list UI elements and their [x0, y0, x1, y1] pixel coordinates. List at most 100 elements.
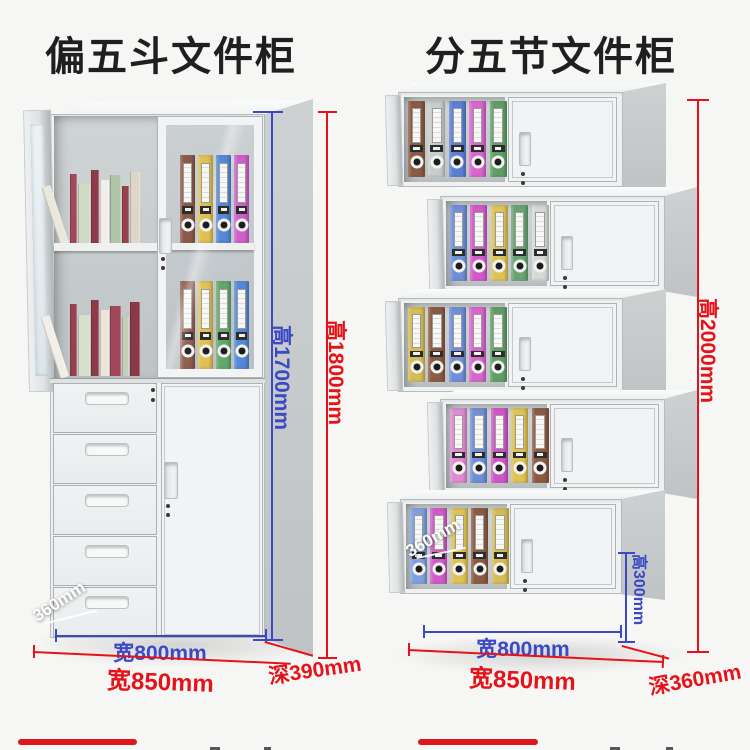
- section-top-face: [398, 289, 666, 298]
- book-spine: [70, 174, 77, 243]
- left-outer-height-tick-bottom: [318, 657, 337, 659]
- binder-chip: [455, 250, 462, 254]
- binder-label: [219, 162, 228, 204]
- drawer: [53, 587, 157, 637]
- left-inner-width-tick-r: [265, 629, 267, 642]
- binder-label: [413, 514, 424, 550]
- binder-ring: [181, 218, 194, 232]
- section-top-face: [398, 83, 666, 92]
- left-inner-height-tick-top: [253, 111, 283, 113]
- glass-door-shelf: [166, 243, 254, 250]
- drawer-handle: [85, 596, 129, 609]
- binder: [428, 307, 446, 382]
- binder-label: [452, 107, 463, 143]
- section-door-lock-dot: [521, 180, 525, 185]
- glass-door-handle: [159, 218, 172, 254]
- right-product-title: 分五节文件柜: [425, 35, 677, 79]
- binder: [410, 508, 427, 584]
- binder-label: [237, 162, 246, 204]
- binder-chip: [496, 553, 504, 557]
- section-door-handle: [561, 235, 573, 271]
- binder-ring: [513, 461, 527, 475]
- right-section-height-label: 高300mm: [630, 554, 647, 626]
- binder: [469, 307, 487, 382]
- drawer-lock: [151, 388, 155, 392]
- book-spine: [130, 302, 140, 376]
- binder: [408, 307, 425, 382]
- binder: [491, 508, 509, 584]
- binder-ring: [492, 461, 506, 475]
- section-door-lock: [563, 477, 567, 482]
- binder-ring: [430, 155, 444, 169]
- binder-chip: [495, 453, 503, 456]
- binder-ring: [491, 155, 505, 169]
- left-inner-height-line: [271, 112, 273, 641]
- right-outer-width-tick-l: [408, 643, 410, 656]
- binder-chip: [474, 352, 482, 355]
- book-spine: [110, 175, 121, 243]
- binder-ring: [450, 360, 464, 374]
- binder-ring: [493, 562, 507, 576]
- lower-door-lock-dot: [166, 513, 170, 517]
- binder-label: [474, 514, 485, 550]
- binder-ring: [235, 218, 248, 232]
- cutoff-text-mark: [264, 747, 271, 750]
- binder-label: [434, 514, 444, 550]
- section-top-face: [400, 490, 665, 499]
- bottom-red-bar-right: [418, 739, 538, 745]
- binder-chip: [220, 207, 227, 212]
- book-spine: [70, 304, 77, 376]
- left-inner-width-line: [55, 635, 267, 637]
- open-door-glass-pane: [30, 123, 49, 377]
- binder-label: [219, 288, 228, 330]
- binder-label: [494, 414, 505, 450]
- binder-ring: [217, 344, 230, 358]
- section-side-face: [623, 83, 666, 193]
- binder: [234, 281, 249, 369]
- binder: [489, 101, 507, 177]
- binder: [470, 205, 488, 281]
- lower-door-lock: [166, 504, 170, 508]
- glass-door-lock: [161, 257, 165, 261]
- section-door-lock-dot: [563, 486, 567, 491]
- binder-label: [493, 107, 503, 143]
- binder-chip: [184, 333, 191, 338]
- binder-chip: [475, 250, 483, 254]
- binder-label: [452, 313, 463, 349]
- binder-ring: [412, 562, 425, 576]
- binder-label: [472, 107, 483, 143]
- cutoff-text-mark: [210, 747, 220, 750]
- binder-ring: [533, 259, 547, 273]
- binder-ring: [472, 461, 486, 475]
- section-side-face: [665, 390, 697, 499]
- bottom-red-bar-left: [18, 739, 137, 745]
- binder-ring: [473, 562, 487, 576]
- section-side-face: [622, 490, 665, 600]
- binder-ring: [471, 360, 485, 374]
- binder-label: [454, 514, 465, 550]
- drawer: [53, 383, 157, 433]
- right-inner-width-line: [423, 631, 622, 633]
- left-outer-height-label: 高1800mm: [324, 320, 347, 426]
- right-outer-width-label: 宽850mm: [468, 665, 577, 696]
- binder-label: [472, 313, 483, 349]
- binder-chip: [202, 333, 209, 338]
- binder-label: [432, 107, 442, 143]
- binder: [511, 205, 529, 281]
- section-door-handle: [519, 131, 531, 167]
- binder-ring: [533, 461, 547, 475]
- binder: [450, 205, 467, 281]
- book-spine: [91, 300, 99, 376]
- book-spine: [130, 172, 140, 243]
- binder: [470, 408, 488, 483]
- cabinet-mid-divider: [50, 378, 265, 383]
- drawer-handle: [85, 443, 129, 456]
- binder-chip: [516, 453, 524, 456]
- drawer: [53, 434, 157, 484]
- left-outer-height-line: [326, 112, 328, 659]
- left-cabinet-lower-door: [161, 383, 263, 638]
- binder-ring: [235, 344, 248, 358]
- section-door-handle: [521, 538, 533, 574]
- binder-label: [453, 414, 464, 450]
